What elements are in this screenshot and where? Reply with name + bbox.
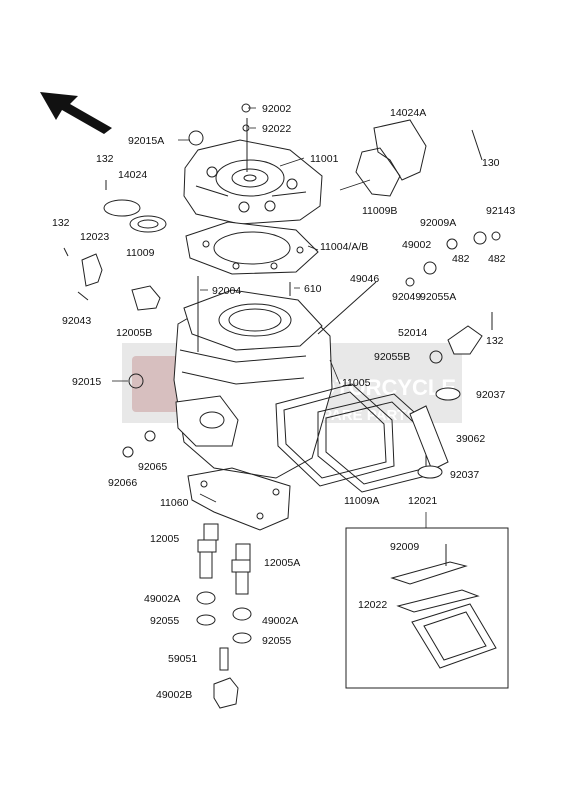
rod-49046 xyxy=(317,281,377,335)
label-59051: 59051 xyxy=(168,653,197,665)
label-12005A: 12005A xyxy=(264,557,300,569)
gasket-14024 xyxy=(103,199,141,217)
label-11009: 11009 xyxy=(126,247,155,259)
label-11009B: 11009B xyxy=(362,205,397,217)
label-49002A-a: 49002A xyxy=(144,593,180,605)
label-14024: 14024 xyxy=(118,169,147,181)
label-92009: 92009 xyxy=(390,541,419,553)
label-12023: 12023 xyxy=(80,231,109,243)
label-92143: 92143 xyxy=(486,205,515,217)
label-92066: 92066 xyxy=(108,477,137,489)
label-11009A: 11009A xyxy=(344,495,379,507)
label-92004: 92004 xyxy=(212,285,241,297)
label-11060: 11060 xyxy=(160,497,189,509)
label-92055A: 92055A xyxy=(420,291,456,303)
gasket-11009 xyxy=(129,215,167,233)
label-39062: 39062 xyxy=(456,433,485,445)
label-14024A: 14024A xyxy=(390,107,426,119)
watermark-line2: SPARE PARTS xyxy=(312,407,416,424)
label-482-a: 482 xyxy=(452,253,470,265)
label-92037-b: 92037 xyxy=(450,469,479,481)
label-92037-a: 92037 xyxy=(476,389,505,401)
label-12005B: 12005B xyxy=(116,327,152,339)
label-92055-b: 92055 xyxy=(262,635,291,647)
cylinder-body xyxy=(173,276,333,479)
label-92055B: 92055B xyxy=(374,351,410,363)
label-92022: 92022 xyxy=(262,123,291,135)
leader-lines xyxy=(112,107,341,503)
label-49002B: 49002B xyxy=(156,689,192,701)
label-130: 130 xyxy=(482,157,500,169)
label-12022: 12022 xyxy=(358,599,387,611)
sensors-column xyxy=(196,523,252,709)
label-132-b: 132 xyxy=(52,217,70,229)
label-12005: 12005 xyxy=(150,533,179,545)
label-92065: 92065 xyxy=(138,461,167,473)
label-52014: 52014 xyxy=(398,327,427,339)
label-92015: 92015 xyxy=(72,376,101,388)
label-92049: 92049 xyxy=(392,291,421,303)
label-132-a: 132 xyxy=(96,153,114,165)
label-11001: 11001 xyxy=(310,153,339,165)
base-gasket xyxy=(187,467,291,531)
front-arrow-icon xyxy=(40,92,112,134)
label-92055-a: 92055 xyxy=(150,615,179,627)
bracket-12023 xyxy=(81,253,103,287)
clamp-92037-top xyxy=(435,387,461,401)
label-92009A: 92009A xyxy=(420,217,456,229)
label-92002: 92002 xyxy=(262,103,291,115)
part-labels: 92002 92022 14024A 92015A 11001 132 130 … xyxy=(52,103,515,701)
label-11005: 11005 xyxy=(342,377,371,389)
clamp-92037-bottom xyxy=(417,465,443,479)
pipe-39062 xyxy=(409,405,449,471)
label-49002A-b: 49002A xyxy=(262,615,298,627)
head-gasket xyxy=(185,221,319,275)
inset-box-12021 xyxy=(345,512,509,689)
valve-housing xyxy=(339,119,427,197)
label-12021: 12021 xyxy=(408,495,437,507)
label-49046: 49046 xyxy=(350,273,379,285)
small-fittings xyxy=(63,103,501,458)
label-11004: 11004/A/B xyxy=(320,241,368,253)
sensor-12005B xyxy=(131,285,161,311)
label-610: 610 xyxy=(304,283,322,295)
label-132-c: 132 xyxy=(486,335,504,347)
label-482-b: 482 xyxy=(488,253,506,265)
label-49002: 49002 xyxy=(402,239,431,251)
label-92043: 92043 xyxy=(62,315,91,327)
label-92015A: 92015A xyxy=(128,135,164,147)
cap-52014 xyxy=(447,325,483,355)
cylinder-head xyxy=(183,118,323,225)
